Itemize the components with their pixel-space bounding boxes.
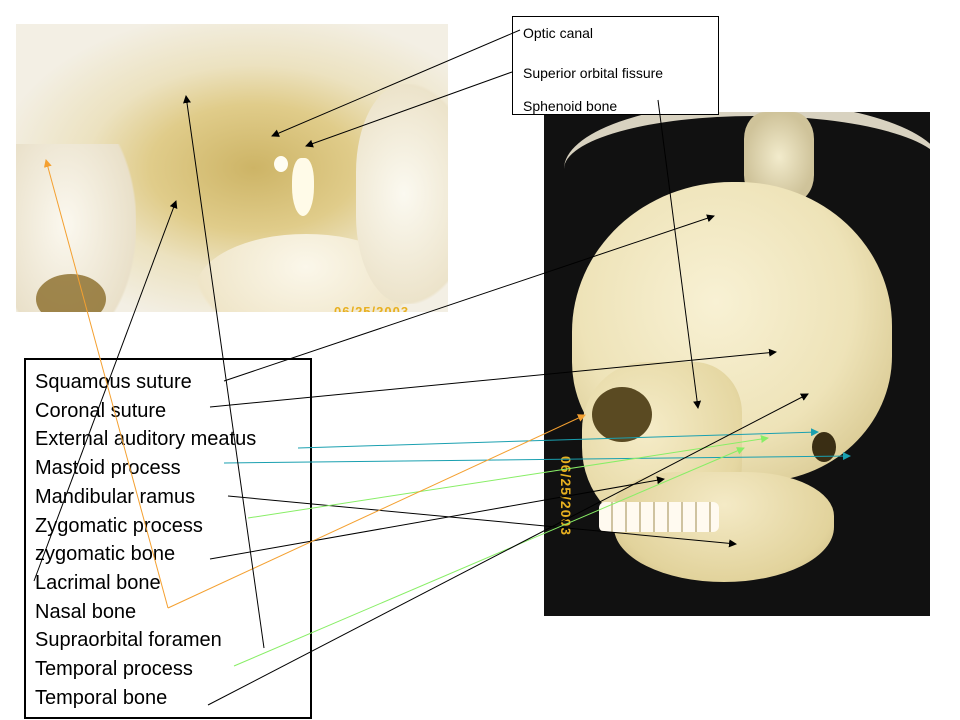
label-superior-orbital-fissure: Superior orbital fissure <box>523 65 664 81</box>
label-nasal-bone: Nasal bone <box>35 600 137 623</box>
label-coronal-suture: Coronal suture <box>35 399 167 422</box>
skull-photo-date: 06/25/2003 <box>558 456 574 537</box>
label-temporal-bone: Temporal bone <box>35 686 168 709</box>
label-zygomatic-bone: zygomatic bone <box>35 543 176 566</box>
skull-photo: 06/25/2003 <box>544 112 930 616</box>
orbit-photo-date: 06/25/2003 <box>334 304 410 312</box>
orbital-fissure-region <box>292 158 314 216</box>
skull-label-box: Squamous suture Coronal suture External … <box>24 358 312 719</box>
label-temporal-process: Temporal process <box>35 658 193 681</box>
orbit-photo: 06/25/2003 <box>16 24 448 312</box>
label-mastoid-process: Mastoid process <box>35 457 181 480</box>
orbit-label-box: Optic canal Superior orbital fissure Sph… <box>512 16 719 115</box>
label-lacrimal-bone: Lacrimal bone <box>35 571 161 594</box>
label-mandibular-ramus: Mandibular ramus <box>35 485 196 508</box>
label-zygomatic-process: Zygomatic process <box>35 514 203 537</box>
label-squamous-suture: Squamous suture <box>35 371 192 393</box>
optic-canal-region <box>274 156 288 172</box>
label-sphenoid-bone: Sphenoid bone <box>523 98 618 114</box>
label-supraorbital-foramen: Supraorbital foramen <box>35 629 222 652</box>
label-external-auditory-meatus: External auditory meatus <box>35 428 257 451</box>
label-optic-canal: Optic canal <box>523 25 594 41</box>
